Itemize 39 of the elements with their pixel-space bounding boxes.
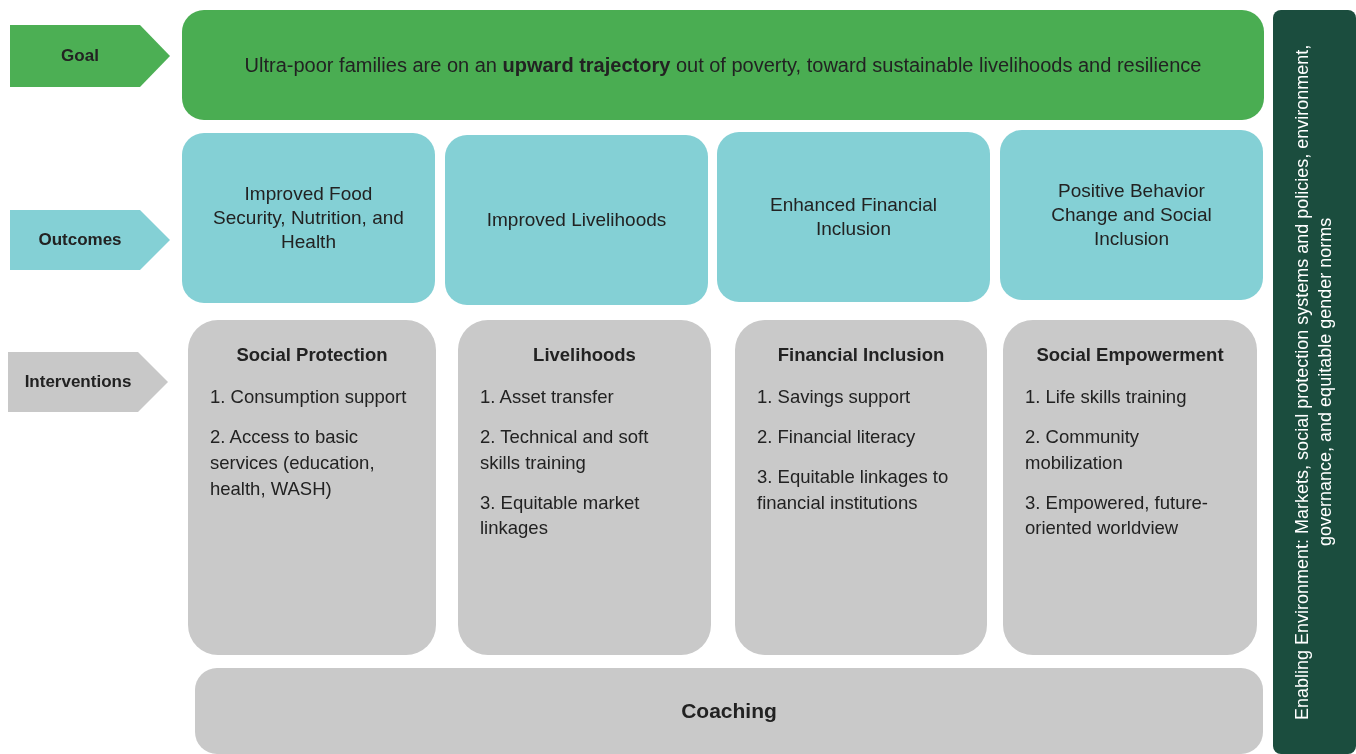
list-item: 3. Equitable market linkages — [480, 490, 641, 541]
framework-box — [717, 132, 990, 302]
box-text: Positive Behavior Change and Social Inclusion — [1050, 179, 1213, 251]
intervention-card — [458, 320, 711, 655]
chevron-label — [8, 352, 168, 412]
card-heading: Financial Inclusion — [776, 343, 946, 367]
framework-box — [182, 133, 435, 303]
list-item: 1. Asset transfer — [480, 384, 615, 409]
list-item: 3. Equitable linkages to financial institutions — [757, 464, 950, 515]
list-item: 2. Community mobilization — [1025, 424, 1141, 475]
card-heading: Livelihoods — [532, 343, 637, 367]
list-item: 2. Access to basic services (education, health, WASH) — [210, 424, 376, 501]
box-text: Improved Livelihoods — [486, 208, 667, 232]
row-label: Goal — [61, 46, 99, 66]
chevron-label — [10, 25, 170, 87]
framework-box — [1000, 130, 1263, 300]
intervention-card — [188, 320, 436, 655]
list-item: 3. Empowered, future-oriented worldview — [1025, 490, 1210, 541]
card-heading: Social Protection — [235, 343, 389, 367]
list-item: 1. Life skills training — [1025, 384, 1188, 409]
intervention-card — [735, 320, 987, 655]
box-text: Coaching — [681, 697, 777, 724]
list-item: 1. Savings support — [757, 384, 912, 409]
list-item: 2. Technical and soft skills training — [480, 424, 650, 475]
box-text: Enabling Environment: Markets, social protection systems and policies, environment, governance, and equitable gender norms — [1291, 43, 1337, 722]
row-label: Outcomes — [38, 230, 122, 250]
list-item: 1. Consumption support — [210, 384, 408, 409]
framework-box — [445, 135, 708, 305]
box-text: Enhanced Financial Inclusion — [769, 193, 938, 241]
intervention-card — [1003, 320, 1257, 655]
card-heading: Social Empowerment — [1035, 343, 1225, 367]
box-text: Ultra-poor families are on an upward trajectory out of poverty, toward sustainable livelihoods and resilience — [244, 52, 1202, 78]
list-item: 2. Financial literacy — [757, 424, 917, 449]
side-banner — [1273, 10, 1356, 754]
chevron-label — [10, 210, 170, 270]
framework-box — [182, 10, 1264, 120]
framework-box — [195, 668, 1263, 754]
box-text: Improved Food Security, Nutrition, and Health — [212, 182, 405, 254]
row-label: Interventions — [24, 372, 132, 392]
